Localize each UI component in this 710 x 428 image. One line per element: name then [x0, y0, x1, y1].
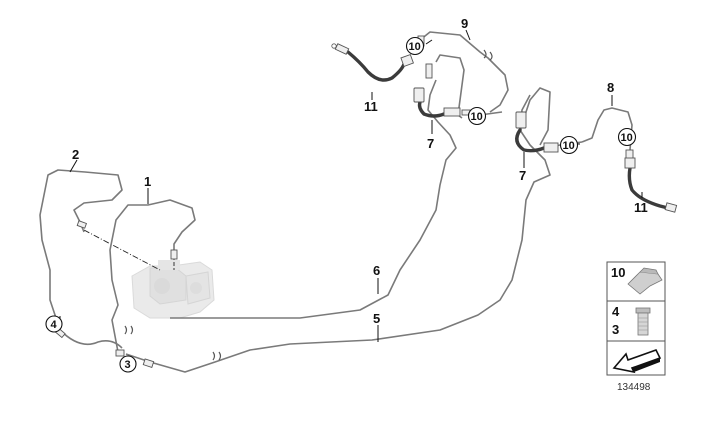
figure-number: 134498: [617, 382, 651, 393]
callout-11-lower: 11: [634, 200, 648, 215]
callout-8: 8: [607, 80, 614, 95]
circled-callouts: 10 10 10 10 4 3: [45, 36, 637, 373]
callout-5: 5: [373, 311, 380, 326]
legend-label-3: 3: [612, 322, 619, 337]
abs-unit: [131, 260, 215, 319]
direction-arrow-icon: [612, 349, 662, 374]
fitting-icon: [635, 307, 651, 336]
brake-hose-11-upper: [331, 43, 414, 82]
svg-text:4: 4: [51, 319, 58, 331]
callout-labels: 1 2 6 5 7 7 8 9 11 11: [72, 16, 648, 326]
svg-text:10: 10: [471, 111, 483, 123]
callout-10-right: 10: [559, 135, 579, 155]
brake-line-5: [125, 94, 551, 373]
clip-icon: [627, 267, 663, 295]
callout-10-top: 10: [405, 36, 425, 56]
brake-hose-11-lower: [624, 157, 678, 213]
callout-7-left: 7: [427, 136, 434, 151]
brake-hose-7-left: [413, 63, 471, 118]
callout-11-upper: 11: [364, 99, 378, 114]
callout-10-middle: 10: [467, 106, 487, 126]
legend-label-10: 10: [611, 265, 625, 280]
callout-6: 6: [373, 263, 380, 278]
svg-text:10: 10: [563, 140, 575, 152]
callout-2: 2: [72, 147, 79, 162]
brake-hose-7-right: [515, 111, 559, 153]
callout-7-right: 7: [519, 168, 526, 183]
legend-label-4: 4: [612, 304, 620, 319]
svg-text:10: 10: [409, 41, 421, 53]
callout-1: 1: [144, 174, 151, 189]
legend-panel: 10 4 3: [606, 261, 666, 376]
callout-4: 4: [45, 315, 63, 333]
svg-text:3: 3: [125, 359, 131, 371]
svg-text:10: 10: [621, 132, 633, 144]
brake-line-1: [109, 199, 196, 357]
callout-10-lower: 10: [617, 127, 637, 147]
callout-3: 3: [119, 355, 137, 373]
dashdot-line-1: [83, 229, 161, 271]
callout-9: 9: [461, 16, 468, 31]
